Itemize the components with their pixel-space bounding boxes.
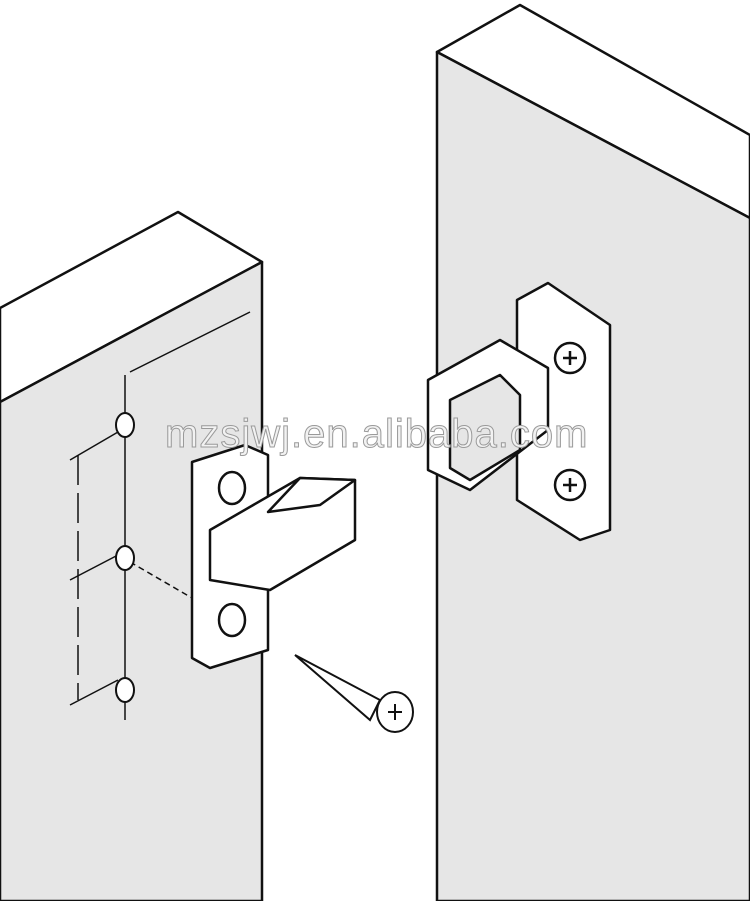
watermark: mzsjwj.en.alibaba.com xyxy=(164,412,589,457)
left-panel-front-face xyxy=(0,260,264,901)
screw xyxy=(294,654,414,733)
left-bracket xyxy=(190,443,357,670)
right-bracket xyxy=(426,281,612,542)
drill-holes xyxy=(115,412,135,703)
